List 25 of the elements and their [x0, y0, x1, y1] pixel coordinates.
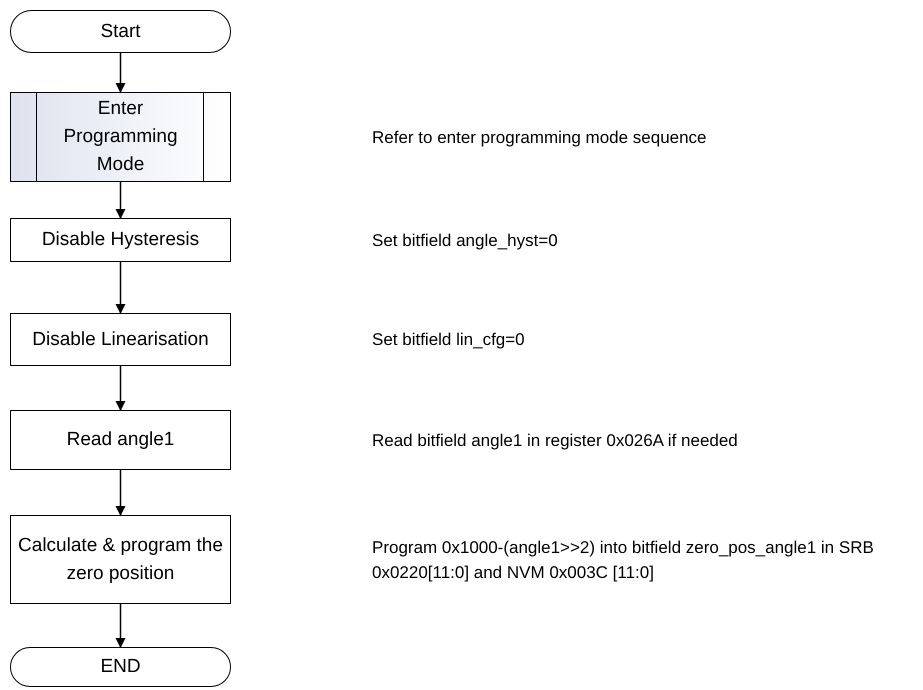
- arrow: [116, 366, 126, 411]
- step-description: Program 0x1000-(angle1>>2) into bitfield zero_pos_angle1 in SRB 0x0220[11:0] and NVM 0x003C [11:0]: [372, 536, 875, 584]
- step-label: END: [99, 655, 142, 679]
- step-label: Calculate & program the zero position: [17, 534, 224, 586]
- step-label: Read angle1: [66, 428, 176, 452]
- process-box: [10, 218, 231, 262]
- arrow: [116, 53, 126, 93]
- subprocess-box: [10, 92, 231, 182]
- terminator-shape: [10, 10, 231, 53]
- process-box: [10, 313, 231, 366]
- terminator-shape: [10, 647, 231, 687]
- step-description: Read bitfield angle1 in register 0x026A if needed: [372, 430, 738, 452]
- step-label: Disable Hysteresis: [40, 228, 200, 252]
- process-box: [10, 410, 231, 470]
- process-box: [10, 515, 231, 604]
- step-description: Refer to enter programming mode sequence: [372, 126, 707, 148]
- step-label: Start: [99, 20, 142, 44]
- step-label: Disable Linearisation: [31, 328, 210, 352]
- arrow: [116, 470, 126, 516]
- step-label: Enter Programming Mode: [62, 97, 179, 177]
- step-description: Set bitfield lin_cfg=0: [372, 329, 525, 351]
- arrow: [116, 182, 126, 219]
- arrow: [116, 262, 126, 314]
- step-description: Set bitfield angle_hyst=0: [372, 230, 558, 252]
- arrow: [116, 604, 126, 648]
